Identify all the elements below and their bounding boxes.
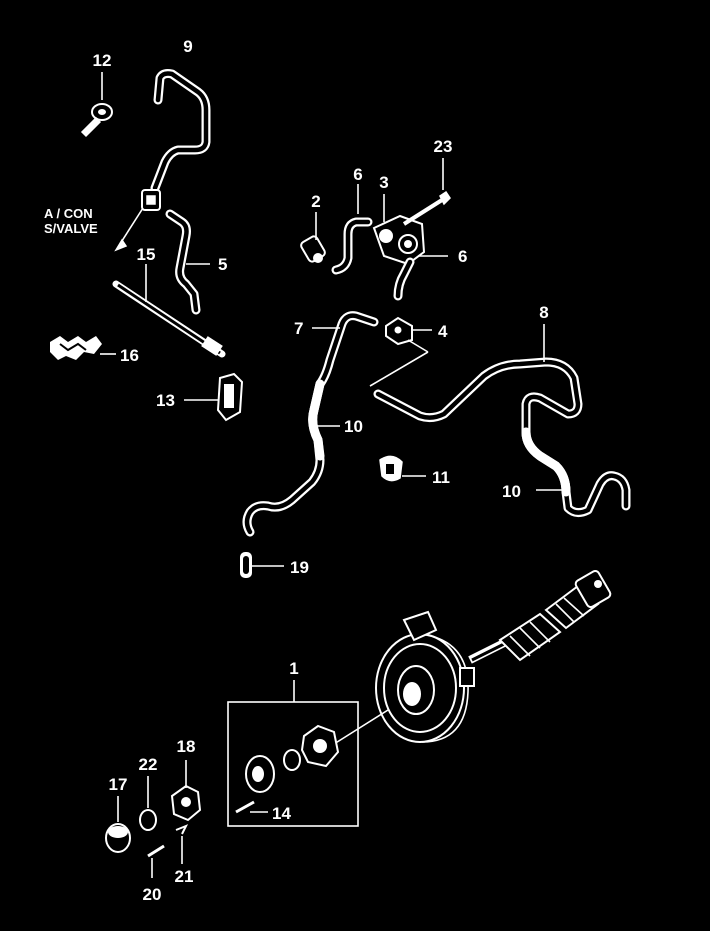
clip-21 — [175, 824, 189, 864]
tee-connector-4 — [369, 316, 432, 387]
tube-15 — [112, 264, 226, 358]
label-19: 19 — [290, 558, 309, 577]
brake-booster — [375, 610, 512, 743]
label-16: 16 — [120, 346, 139, 365]
label-8: 8 — [539, 303, 548, 322]
label-12: 12 — [93, 51, 112, 70]
label-22: 22 — [139, 755, 158, 774]
ring-22 — [139, 776, 157, 831]
hose-piece-19 — [240, 552, 284, 578]
label-4: 4 — [438, 322, 448, 341]
spring-clip-16 — [50, 336, 116, 360]
label-3: 3 — [379, 173, 388, 192]
hose-7-10-middle — [242, 311, 379, 537]
hose-6-upper — [331, 184, 373, 275]
label-7: 7 — [294, 319, 303, 338]
clip-13 — [184, 372, 244, 422]
valve-assembly-3 — [372, 194, 426, 266]
label-9: 9 — [183, 37, 192, 56]
label-17: 17 — [109, 775, 128, 794]
clamp-12 — [80, 72, 113, 138]
label-acon-line1: A / CON — [44, 206, 93, 221]
gear-nut — [283, 724, 340, 771]
check-valve-18 — [170, 760, 202, 822]
label-2: 2 — [311, 192, 320, 211]
label-18: 18 — [177, 737, 196, 756]
label-20: 20 — [143, 885, 162, 904]
hose-5 — [165, 209, 210, 315]
label-1: 1 — [289, 659, 298, 678]
flange-14 — [235, 755, 275, 814]
hose-9 — [150, 69, 211, 193]
kit-bracket-1 — [227, 680, 389, 827]
hose-6-right — [393, 255, 448, 301]
label-11: 11 — [432, 468, 450, 487]
bolt-23 — [402, 158, 451, 226]
label-23: 23 — [434, 137, 453, 156]
hose-10-right — [521, 427, 631, 518]
label-acon-line2: S/VALVE — [44, 221, 98, 236]
label-6-right: 6 — [458, 247, 467, 266]
label-15: 15 — [137, 245, 156, 264]
boot-axle — [498, 569, 612, 662]
label-10-middle: 10 — [344, 417, 363, 436]
label-21: 21 — [175, 867, 194, 886]
acon-solenoid-valve — [114, 189, 161, 252]
label-14: 14 — [272, 804, 291, 823]
label-5: 5 — [218, 255, 227, 274]
cap-17 — [105, 796, 131, 853]
screw-20 — [147, 844, 165, 878]
label-10-right: 10 — [502, 482, 521, 501]
grommet-11 — [379, 455, 426, 482]
label-6-upper: 6 — [353, 165, 362, 184]
connector-2 — [300, 212, 326, 263]
label-13: 13 — [156, 391, 175, 410]
hose-8 — [373, 324, 583, 437]
